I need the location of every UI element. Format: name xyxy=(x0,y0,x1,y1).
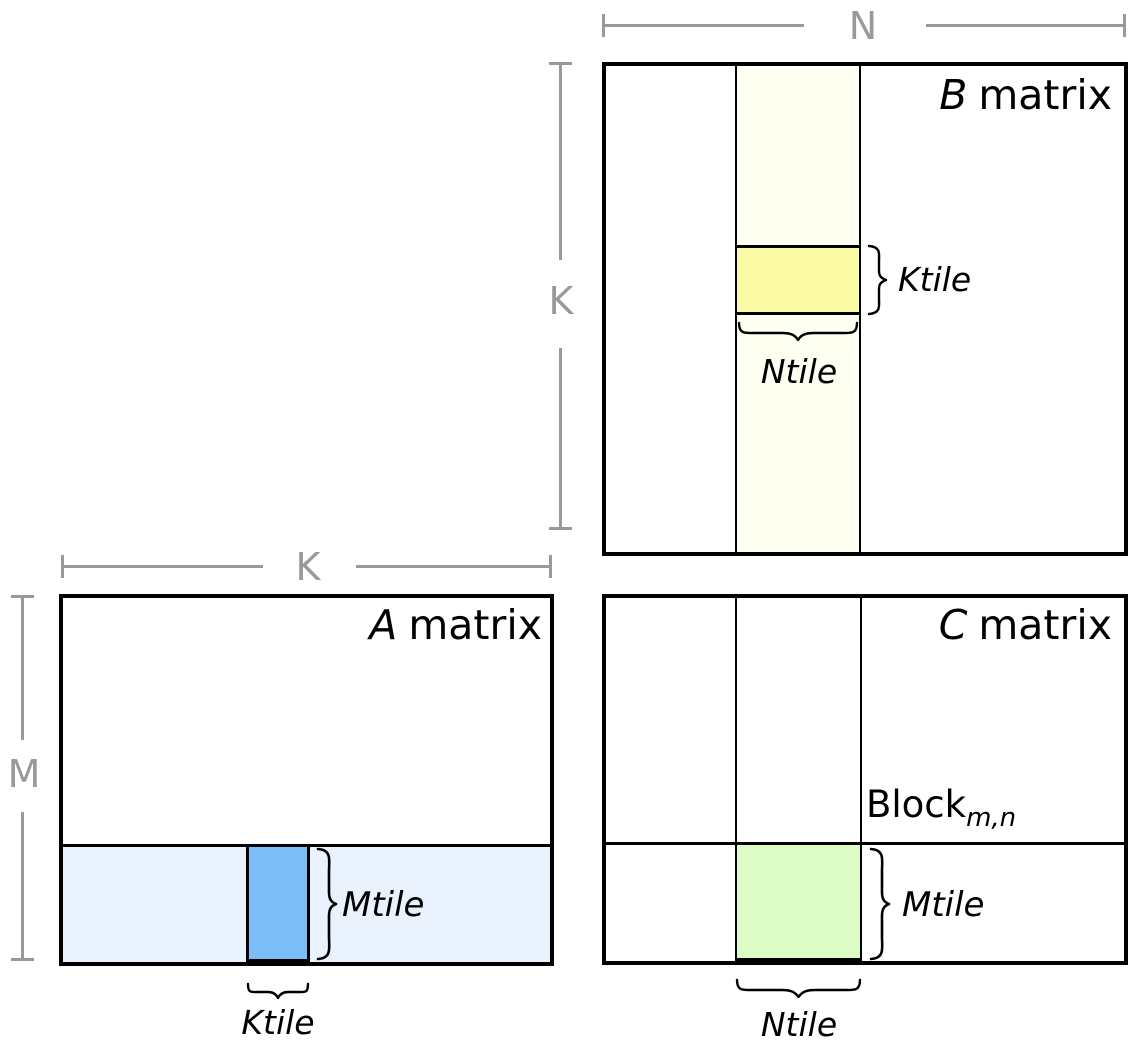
a-matrix-letter: A xyxy=(369,601,398,649)
b-ntile-brace xyxy=(737,321,859,341)
b-matrix-word: matrix xyxy=(978,71,1112,119)
b-ktile-tile xyxy=(735,245,861,315)
b-ktile-brace xyxy=(867,244,888,316)
c-inner-vline-right xyxy=(860,598,862,961)
c-matrix-word: matrix xyxy=(978,601,1112,649)
b-ntile-label: Ntile xyxy=(760,352,838,391)
m-dim-label: M xyxy=(7,752,41,796)
c-block-label: Blockm,n xyxy=(866,783,1017,833)
n-dim-label: N xyxy=(848,4,878,48)
n-dim-line-left xyxy=(602,24,804,27)
m-dim-line-top xyxy=(21,595,24,740)
k-dim-a-line-left xyxy=(61,565,263,568)
a-mtile-label: Mtile xyxy=(342,885,425,925)
c-block-tile xyxy=(735,842,862,961)
a-mtile-brace xyxy=(316,847,338,961)
b-matrix-letter: B xyxy=(939,71,968,119)
c-matrix-letter: C xyxy=(938,601,968,649)
b-ktile-label: Ktile xyxy=(898,260,972,299)
m-dim-line-bottom xyxy=(21,812,24,960)
k-dim-b-tick-bottom xyxy=(549,527,572,530)
k-dim-b-line-bottom xyxy=(559,348,562,530)
c-ntile-label: Ntile xyxy=(760,1005,838,1044)
n-dim-tick-right xyxy=(1123,14,1126,37)
c-mtile-label: Mtile xyxy=(902,885,985,925)
n-dim-line-right xyxy=(926,24,1126,27)
c-inner-vline-left xyxy=(735,598,737,961)
c-mtile-brace xyxy=(869,847,891,961)
m-dim-tick-bottom xyxy=(11,958,34,961)
a-ktile-label: Ktile xyxy=(241,1003,315,1042)
c-row-divider xyxy=(606,842,1124,845)
a-mtile-tile xyxy=(246,844,310,962)
k-dim-a-line-right xyxy=(356,565,552,568)
k-dim-a-tick-right xyxy=(549,555,552,578)
c-block-subscript: m,n xyxy=(966,803,1017,833)
a-matrix-word: matrix xyxy=(408,601,542,649)
k-dim-b-line-top xyxy=(559,62,562,260)
c-matrix-box xyxy=(602,594,1128,965)
c-block-word: Block xyxy=(866,783,967,826)
a-ktile-brace xyxy=(246,982,310,999)
k-dim-b-label: K xyxy=(548,279,574,323)
c-ntile-brace xyxy=(735,978,862,998)
k-dim-a-label: K xyxy=(295,545,321,589)
b-matrix-box xyxy=(602,62,1128,556)
